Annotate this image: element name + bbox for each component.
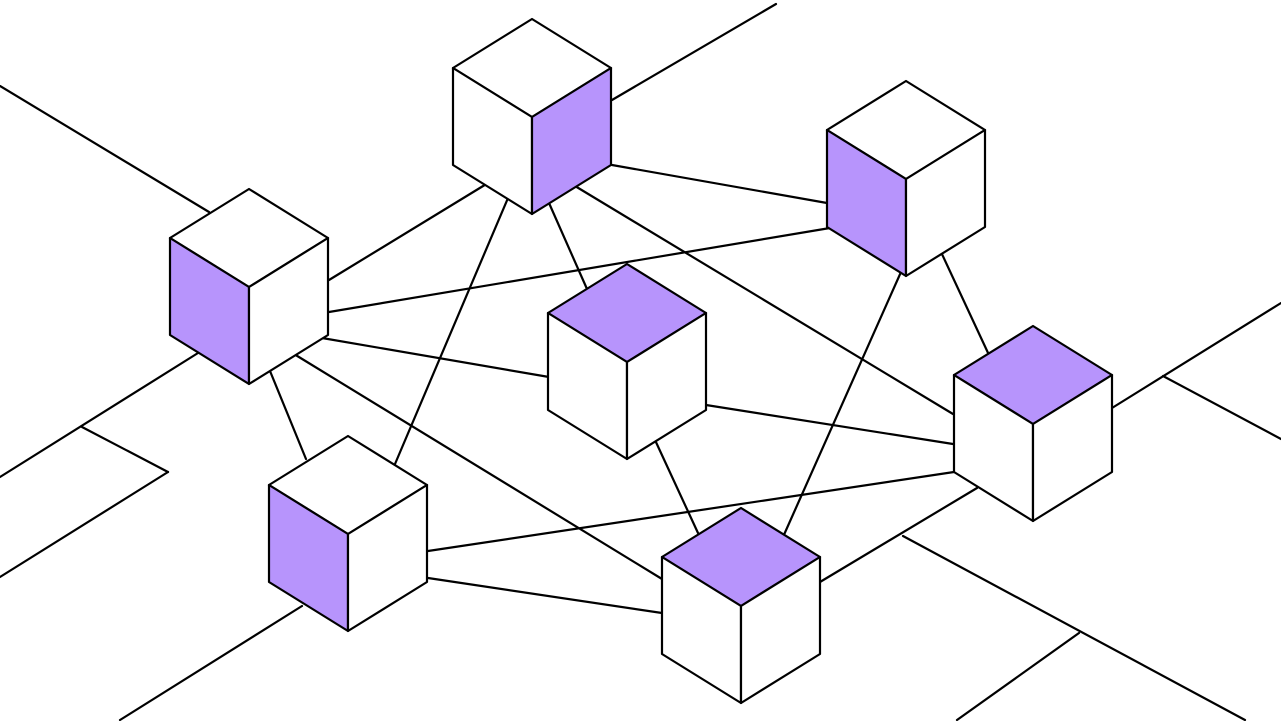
connection-line [573, 184, 955, 416]
cube-node-n2 [825, 79, 987, 278]
cube-right-face [739, 555, 822, 705]
cube-node-n1 [451, 17, 613, 216]
background-line [0, 470, 170, 579]
connection-line [393, 196, 510, 466]
cube-right-face [1031, 373, 1114, 523]
connection-line [704, 403, 955, 446]
cube-right-face [904, 128, 987, 278]
connection-line [292, 352, 664, 581]
cube-right-face [346, 483, 429, 633]
connection-line [268, 369, 308, 461]
background-line [118, 604, 304, 721]
connection-line [327, 181, 490, 282]
cube-right-face [625, 311, 708, 461]
connection-line [327, 226, 832, 314]
cube-node-n3 [168, 187, 330, 386]
background-line [901, 534, 1247, 721]
connection-line [320, 336, 551, 379]
background-line [0, 351, 200, 479]
cube-right-face [530, 66, 613, 216]
background-line [1110, 301, 1281, 410]
connection-line [939, 250, 991, 357]
connection-line [547, 201, 589, 291]
cube-node-n6 [267, 434, 429, 633]
connection-line [610, 163, 829, 205]
background-line [955, 631, 1081, 721]
connection-line [653, 438, 700, 535]
connection-line [781, 270, 903, 539]
cube-node-n4 [546, 262, 708, 461]
connection-line [426, 470, 956, 553]
cube-node-n7 [660, 506, 822, 705]
background-line [80, 425, 170, 474]
background-line [610, 2, 778, 102]
cube-node-n5 [952, 324, 1114, 523]
cube-right-face [247, 236, 330, 386]
connection-line [426, 576, 664, 615]
background-line [1161, 374, 1281, 441]
background-line [0, 84, 211, 214]
connection-line [818, 486, 979, 584]
